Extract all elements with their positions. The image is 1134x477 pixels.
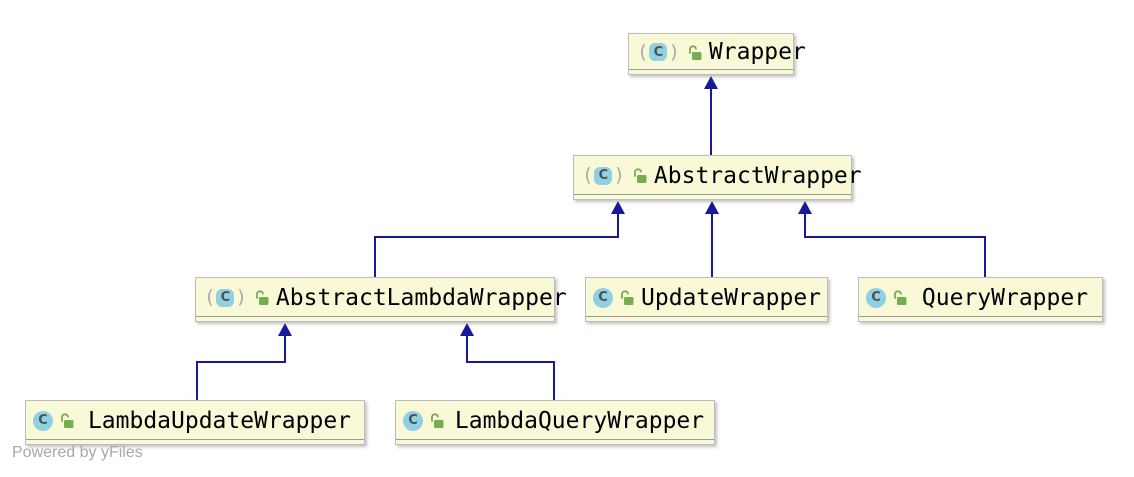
class-name-label: LambdaUpdateWrapper — [87, 407, 352, 434]
class-name-label: QueryWrapper — [921, 284, 1089, 311]
inheritance-edge-lambda-update-wrapper-to-abstract-lambda-wrapper — [196, 323, 292, 400]
class-name-label: AbstractLambdaWrapper — [275, 284, 567, 311]
abstract-paren-left: ( — [204, 286, 216, 308]
public-open-lock-icon — [621, 290, 634, 305]
class-circle-icon: C — [866, 287, 886, 308]
class-name-label: LambdaQueryWrapper — [454, 407, 705, 434]
inheritance-edge-lambda-query-wrapper-to-abstract-lambda-wrapper — [460, 323, 555, 400]
class-circle-icon: C — [649, 43, 668, 61]
inheritance-edge-abstract-lambda-wrapper-to-abstract-wrapper — [374, 201, 625, 277]
public-open-lock-icon — [633, 168, 647, 183]
inheritance-arrowhead — [611, 201, 625, 214]
public-open-lock-icon — [255, 290, 269, 305]
node-section-separator — [586, 316, 827, 317]
class-node-abstract-wrapper[interactable]: (C) AbstractWrapper — [573, 155, 862, 200]
abstract-paren-right: ) — [668, 40, 680, 63]
abstract-paren-left: ( — [582, 164, 594, 186]
class-node-wrapper[interactable]: (C) Wrapper — [628, 33, 806, 75]
public-open-lock-icon — [894, 290, 907, 305]
inheritance-arrowhead — [705, 201, 719, 214]
class-icon: C — [593, 287, 613, 308]
class-icon: C — [33, 410, 53, 431]
class-icon: C — [403, 410, 423, 431]
inheritance-arrowhead — [798, 201, 812, 214]
class-circle-icon: C — [403, 410, 423, 431]
node-section-separator — [26, 439, 364, 440]
class-node-lambda-update-wrapper[interactable]: C LambdaUpdateWrapper — [25, 400, 365, 445]
abstract-paren-left: ( — [637, 40, 649, 63]
public-open-lock-icon — [61, 413, 74, 428]
class-node-query-wrapper[interactable]: C QueryWrapper — [858, 277, 1103, 322]
node-section-separator — [859, 316, 1102, 317]
abstract-paren-right: ) — [235, 286, 247, 308]
class-node-abstract-lambda-wrapper[interactable]: (C) AbstractLambdaWrapper — [195, 277, 567, 322]
class-node-lambda-query-wrapper[interactable]: C LambdaQueryWrapper — [395, 400, 715, 445]
inheritance-edge-query-wrapper-to-abstract-wrapper — [798, 201, 986, 277]
abstract-class-icon: (C) — [636, 40, 681, 63]
class-circle-icon: C — [594, 166, 613, 185]
node-section-separator — [396, 439, 714, 440]
class-circle-icon: C — [33, 410, 53, 431]
inheritance-edge-abstract-wrapper-to-wrapper — [704, 76, 718, 155]
node-section-separator — [574, 194, 851, 195]
abstract-class-icon: (C) — [203, 288, 248, 307]
inheritance-arrowhead — [704, 76, 718, 89]
inheritance-arrowhead — [278, 323, 292, 336]
class-name-label: AbstractWrapper — [653, 162, 862, 189]
inheritance-edge-update-wrapper-to-abstract-wrapper — [705, 201, 719, 277]
inheritance-arrowhead — [460, 323, 474, 336]
abstract-class-icon: (C) — [581, 166, 626, 185]
class-node-update-wrapper[interactable]: C UpdateWrapper — [585, 277, 828, 322]
yfiles-attribution: Powered by yFiles — [12, 444, 143, 461]
node-section-separator — [196, 316, 554, 317]
abstract-paren-right: ) — [613, 164, 625, 186]
class-icon: C — [866, 287, 886, 308]
public-open-lock-icon — [688, 44, 702, 60]
node-section-separator — [629, 69, 793, 70]
class-circle-icon: C — [216, 288, 235, 307]
class-name-label: Wrapper — [708, 39, 806, 65]
public-open-lock-icon — [431, 413, 444, 428]
class-circle-icon: C — [593, 287, 613, 308]
class-name-label: UpdateWrapper — [641, 284, 822, 311]
